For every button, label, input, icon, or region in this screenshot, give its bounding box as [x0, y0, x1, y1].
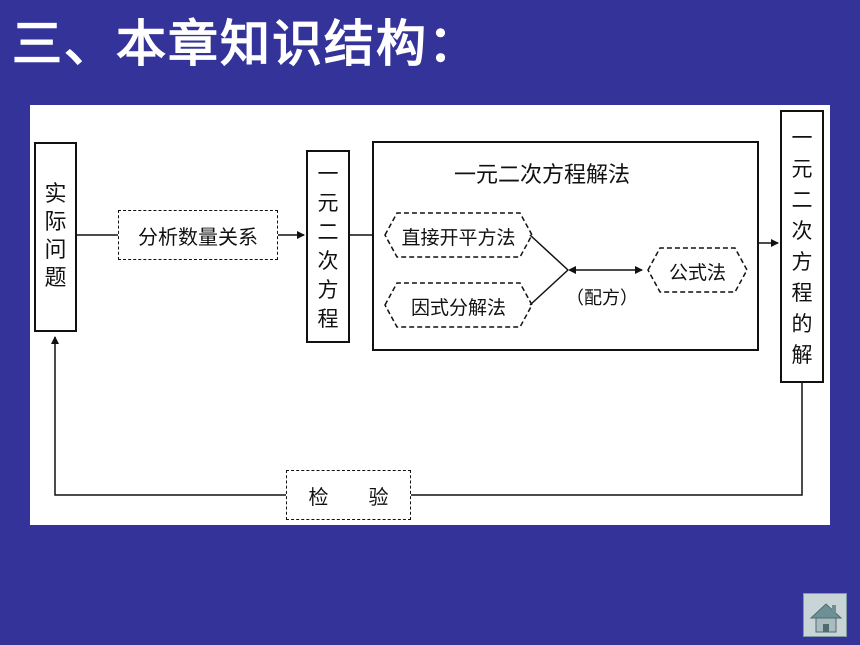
diagram-connectors — [51, 212, 803, 496]
hex-direct-shape — [384, 212, 533, 258]
hex-factor-shape — [384, 282, 533, 328]
methods-title: 一元二次方程解法 — [454, 163, 631, 188]
quadratic-equation-box: 一 元 二 次 方 程 — [306, 150, 350, 343]
knowledge-structure-diagram: 实 际 问 题 分析数量关系 一 元 二 次 方 程 一元二次方程解法 直接开平… — [30, 105, 830, 525]
hex-formula-shape — [647, 247, 748, 293]
completing-square-label: （配方） — [566, 288, 638, 309]
equation-solution-box: 一 元 二 次 方 程 的 解 — [780, 110, 824, 383]
method-factor-label: 因式分解法 — [410, 297, 506, 319]
connector-factor-merge — [529, 269, 569, 306]
page-title: 三、本章知识结构： — [12, 15, 480, 73]
feedback-solution-check — [411, 383, 803, 496]
check-box: 检 验 — [286, 470, 411, 520]
home-button[interactable] — [803, 593, 847, 637]
analyze-relations-box: 分析数量关系 — [118, 210, 278, 260]
arrowhead-left — [568, 266, 576, 274]
feedback-check-problem — [51, 336, 286, 496]
actual-problem-box: 实 际 问 题 — [34, 142, 77, 332]
method-formula-label: 公式法 — [668, 262, 726, 284]
solution-methods-box — [372, 141, 759, 351]
method-direct-label: 直接开平方法 — [401, 227, 516, 249]
home-icon — [809, 603, 843, 633]
connector-direct-merge — [529, 234, 569, 271]
